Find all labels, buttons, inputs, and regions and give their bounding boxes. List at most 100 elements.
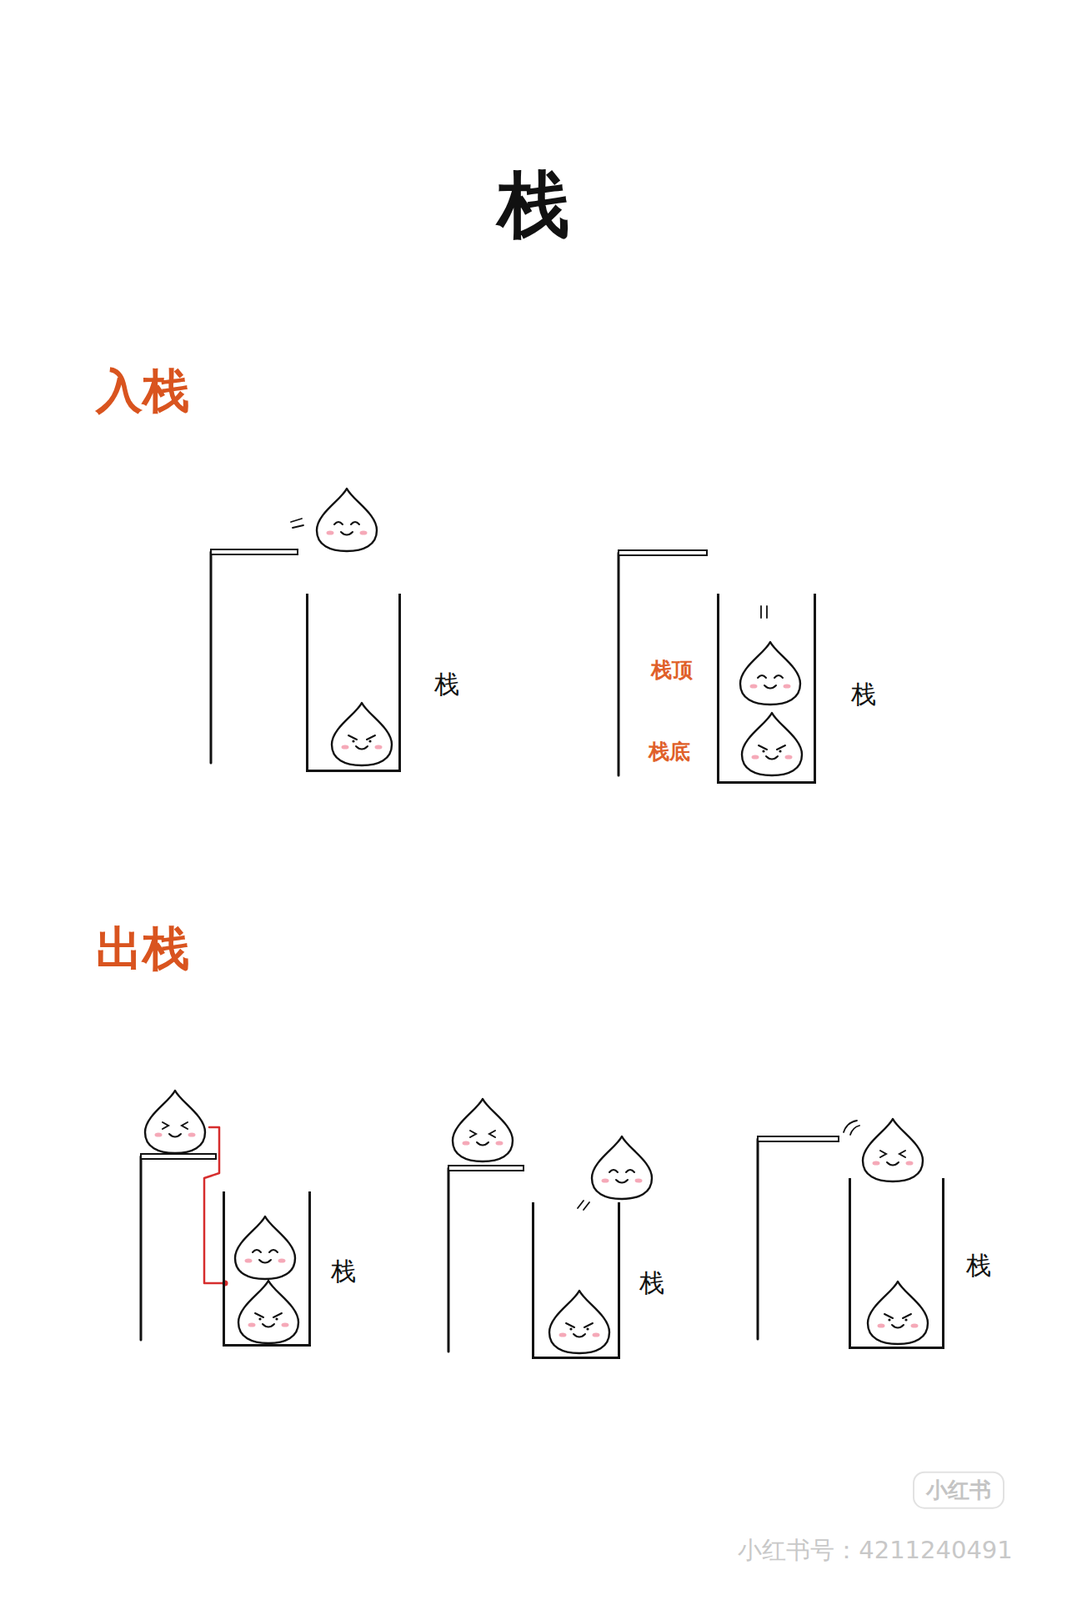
drop-body bbox=[235, 1216, 296, 1279]
page-title: 栈 bbox=[497, 165, 570, 245]
mouth bbox=[340, 531, 353, 536]
shelf bbox=[757, 1136, 839, 1339]
cheek bbox=[559, 1332, 567, 1337]
drop-body bbox=[740, 641, 801, 705]
stack-container: 栈 bbox=[531, 1202, 621, 1359]
eye bbox=[609, 1169, 618, 1173]
eye bbox=[470, 1130, 476, 1138]
pupil bbox=[904, 1317, 907, 1321]
eye bbox=[273, 1312, 282, 1318]
eye bbox=[880, 1150, 887, 1158]
cheek bbox=[872, 1160, 881, 1165]
shelf-post bbox=[140, 1156, 143, 1340]
watermark-logo: 小红书 bbox=[912, 1471, 1005, 1509]
eye bbox=[884, 1313, 893, 1318]
cheek bbox=[360, 530, 368, 535]
watermark: 小红书号：4211240491 bbox=[737, 1537, 1013, 1564]
eye bbox=[776, 745, 786, 750]
motion-mark bbox=[292, 525, 304, 528]
pupil bbox=[778, 749, 782, 752]
shelf-board bbox=[757, 1136, 839, 1142]
motion-mark bbox=[583, 1202, 590, 1210]
cheek bbox=[495, 1140, 504, 1145]
drop-figure bbox=[862, 1118, 923, 1182]
eye bbox=[366, 735, 376, 740]
drop-figure bbox=[740, 641, 801, 705]
stack-label: 栈 bbox=[966, 1251, 992, 1279]
stack-label: 栈 bbox=[851, 680, 877, 708]
mouth bbox=[764, 685, 777, 689]
eye bbox=[252, 1249, 261, 1253]
pupil bbox=[586, 1327, 589, 1330]
cheek bbox=[326, 530, 335, 535]
eye bbox=[162, 1122, 169, 1129]
drop-figure bbox=[145, 1090, 206, 1153]
shelf-post bbox=[210, 551, 213, 763]
cheek bbox=[281, 1322, 290, 1327]
drop-figure bbox=[331, 702, 392, 766]
cheek bbox=[188, 1132, 196, 1137]
eye bbox=[626, 1169, 635, 1173]
drop-body bbox=[452, 1098, 513, 1162]
drop-body bbox=[145, 1090, 206, 1153]
cheek bbox=[911, 1322, 919, 1328]
mouth bbox=[259, 1259, 271, 1263]
stack-bottom-label: 栈底 bbox=[648, 740, 691, 764]
eye bbox=[334, 521, 343, 525]
eye bbox=[181, 1122, 188, 1129]
shelf-board bbox=[140, 1153, 216, 1159]
cheek bbox=[783, 683, 792, 688]
drop-figure bbox=[867, 1281, 928, 1344]
cheek bbox=[906, 1160, 914, 1165]
drop-figure bbox=[238, 1280, 299, 1343]
mouth bbox=[766, 756, 778, 760]
eye bbox=[566, 1322, 575, 1328]
drop-body bbox=[331, 702, 392, 766]
cheek bbox=[245, 1257, 253, 1263]
mouth bbox=[886, 1162, 899, 1166]
drop-body bbox=[549, 1290, 610, 1353]
mouth bbox=[169, 1133, 181, 1138]
pupil bbox=[351, 739, 355, 742]
cheek bbox=[592, 1332, 601, 1337]
drop-figure bbox=[741, 712, 802, 776]
eye bbox=[774, 675, 783, 678]
mouth bbox=[616, 1179, 628, 1183]
eye bbox=[758, 745, 767, 750]
drop-figure bbox=[316, 488, 377, 552]
drop-body bbox=[591, 1136, 652, 1199]
shelf-board bbox=[448, 1165, 524, 1171]
eye bbox=[350, 521, 360, 525]
cheek bbox=[155, 1132, 163, 1137]
mouth bbox=[573, 1333, 586, 1338]
cheek bbox=[248, 1322, 256, 1327]
drop-figure bbox=[549, 1290, 610, 1353]
mouth bbox=[891, 1324, 904, 1328]
drop-figure bbox=[452, 1098, 513, 1162]
mouth bbox=[476, 1142, 489, 1146]
drop-body bbox=[238, 1280, 299, 1343]
cheek bbox=[750, 683, 758, 688]
stack-container: 栈 bbox=[222, 1191, 311, 1347]
drop-body bbox=[867, 1281, 928, 1344]
shelf bbox=[618, 550, 707, 776]
stack-container: 栈 bbox=[305, 593, 401, 772]
stack-label: 栈 bbox=[639, 1268, 665, 1297]
pupil bbox=[258, 1317, 261, 1320]
eye bbox=[348, 735, 357, 740]
cheek bbox=[278, 1257, 286, 1263]
eye bbox=[269, 1249, 278, 1253]
drop-body bbox=[862, 1118, 923, 1182]
pupil bbox=[569, 1327, 572, 1330]
eye bbox=[757, 675, 767, 678]
pupil bbox=[275, 1317, 278, 1320]
motion-mark bbox=[850, 1125, 860, 1135]
cheek bbox=[341, 744, 350, 749]
motion-mark bbox=[290, 518, 302, 522]
stack-label: 栈 bbox=[434, 670, 460, 698]
shelf bbox=[448, 1165, 524, 1352]
cheek bbox=[462, 1140, 471, 1145]
pupil bbox=[761, 749, 765, 752]
cheek bbox=[751, 754, 760, 759]
move-path bbox=[204, 1127, 224, 1283]
